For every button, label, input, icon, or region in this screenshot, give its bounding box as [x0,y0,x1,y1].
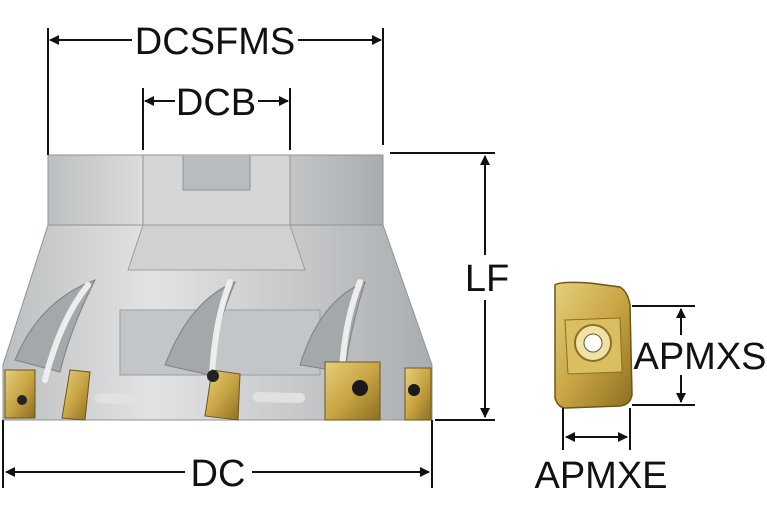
label-lf: LF [465,258,509,300]
mounted-insert [324,361,381,421]
mounted-insert [4,369,36,419]
label-apmxs: APMXS [633,336,766,378]
label-dc: DC [191,453,246,495]
face-mill-cutter-icon [2,154,433,421]
dimension-lines [2,28,695,488]
chip-pocket [299,281,366,373]
mounted-insert [404,367,432,421]
label-dcb: DCB [176,82,256,124]
indexable-insert-icon [554,281,633,409]
mounted-insert [61,369,91,421]
label-apmxe: APMXE [534,455,667,497]
label-dcsfms: DCSFMS [135,21,295,63]
mounted-insert [204,369,241,421]
